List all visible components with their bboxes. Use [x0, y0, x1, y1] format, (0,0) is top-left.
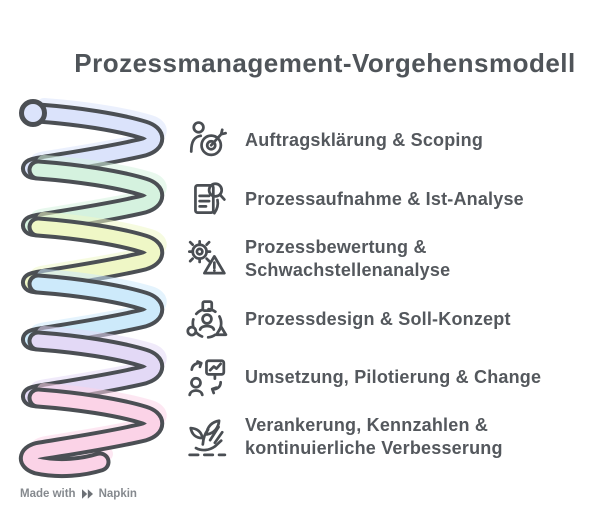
step-prozessbewertung: Prozessbewertung &Schwachstellenanalyse — [186, 236, 450, 282]
step-umsetzung: Umsetzung, Pilotierung & Change — [186, 354, 541, 400]
step-prozessaufnahme: Prozessaufnahme & Ist-Analyse — [186, 176, 524, 222]
credit-prefix: Made with — [20, 488, 76, 500]
napkin-logo-icon — [81, 489, 93, 499]
step-label: Umsetzung, Pilotierung & Change — [245, 366, 542, 387]
goal-target-icon — [189, 121, 227, 157]
credit-brand: Napkin — [98, 488, 137, 500]
growth-hand-icon — [188, 419, 227, 457]
spiral-end-cap — [19, 99, 47, 127]
step-auftragsklaerung: Auftragsklärung & Scoping — [186, 117, 483, 163]
page-title: Prozessmanagement-Vorgehensmodell — [74, 48, 576, 78]
step-verankerung: Verankerung, Kennzahlen &kontinuierliche… — [186, 414, 503, 460]
spiral-band-6 — [19, 383, 167, 479]
gear-warning-icon — [187, 239, 226, 275]
change-arrows-icon — [188, 359, 226, 397]
spiral-illustration — [19, 98, 167, 479]
step-label: Prozessbewertung &Schwachstellenanalyse — [245, 237, 451, 280]
persona-shapes-icon — [186, 300, 228, 339]
made-with-napkin-credit: Made with Napkin — [20, 488, 137, 500]
step-label: Prozessdesign & Soll-Konzept — [245, 308, 511, 329]
document-analysis-icon — [194, 182, 226, 215]
step-label: Verankerung, Kennzahlen &kontinuierliche… — [245, 415, 503, 458]
step-label: Prozessaufnahme & Ist-Analyse — [245, 188, 524, 209]
step-prozessdesign: Prozessdesign & Soll-Konzept — [186, 296, 511, 342]
step-label: Auftragsklärung & Scoping — [245, 129, 484, 150]
